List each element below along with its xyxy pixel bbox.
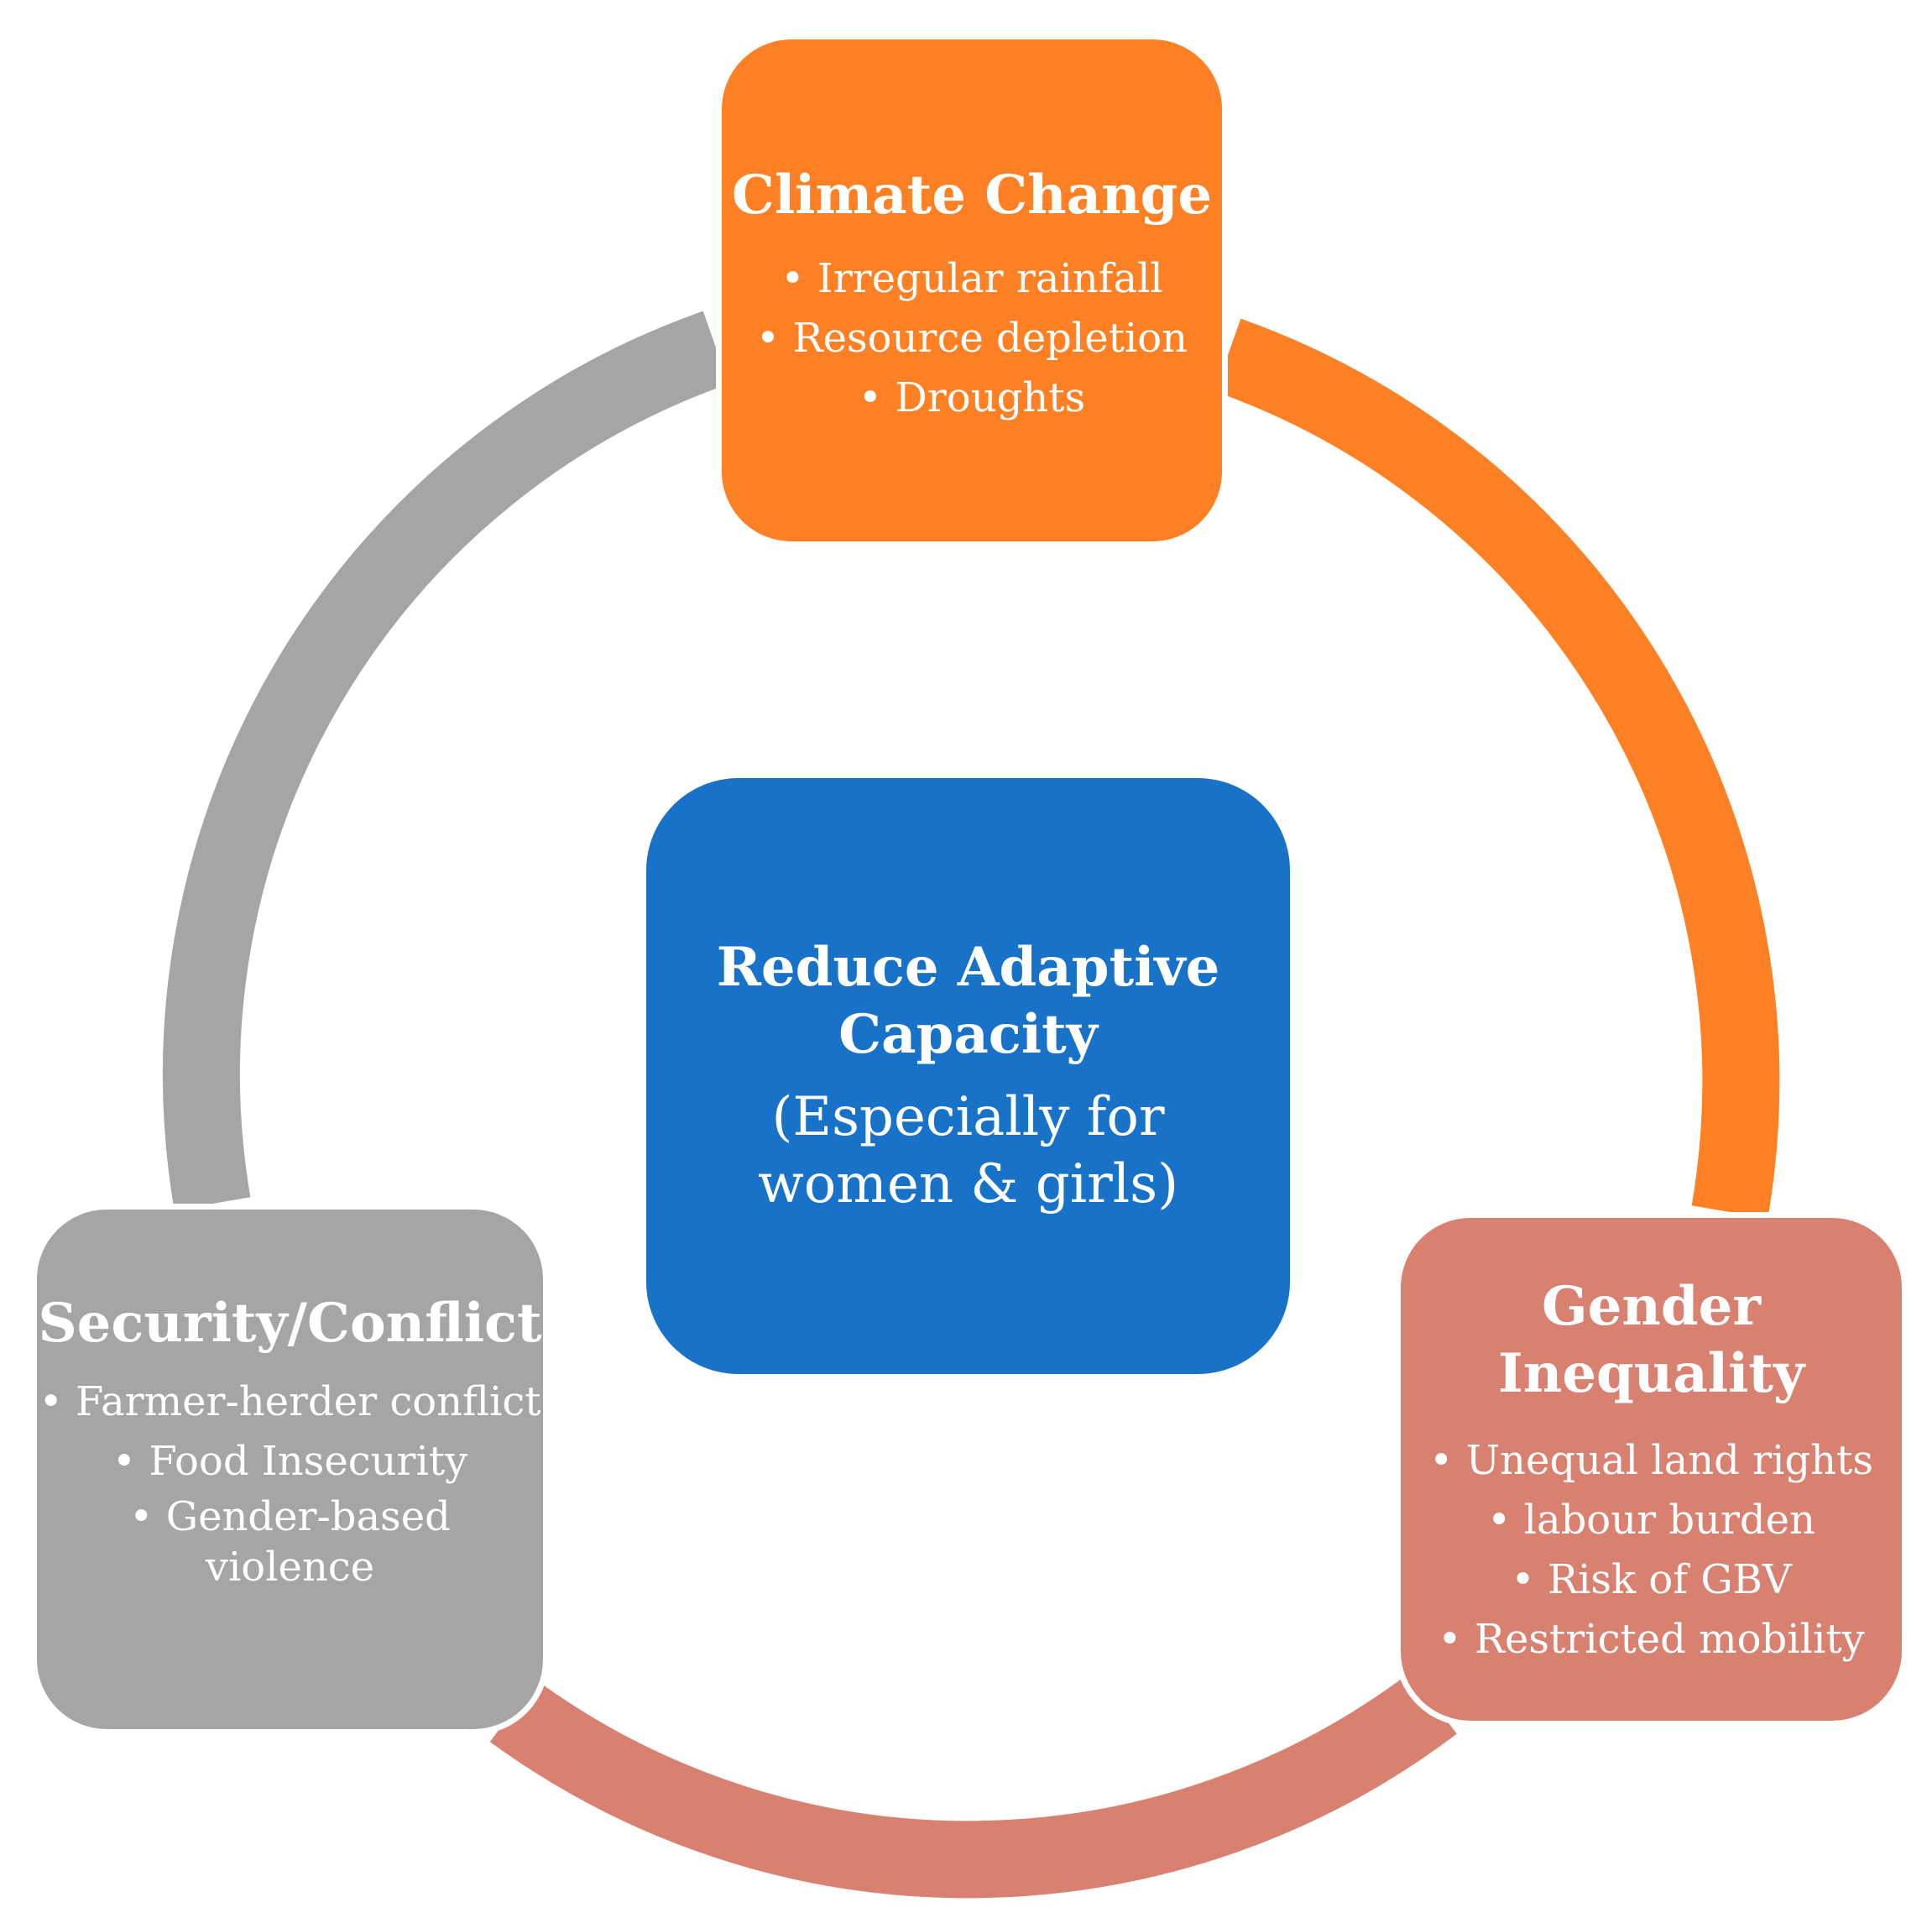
security-conflict-box: Security/Conflict Farmer-herder conflict… xyxy=(31,1204,549,1735)
security-item: Farmer-herder conflict xyxy=(37,1372,543,1432)
climate-item: Resource depletion xyxy=(756,309,1188,368)
climate-change-title: Climate Change xyxy=(731,164,1213,227)
gender-inequality-list: Unequal land rights labour burden Risk o… xyxy=(1429,1431,1873,1670)
climate-item: Irregular rainfall xyxy=(756,249,1188,309)
center-box: Reduce Adaptive Capacity (Especially for… xyxy=(646,778,1290,1374)
security-conflict-list: Farmer-herder conflict Food Insecurity G… xyxy=(37,1372,543,1592)
climate-change-box: Climate Change Irregular rainfall Resour… xyxy=(716,34,1228,547)
gender-inequality-box: Gender Inequality Unequal land rights la… xyxy=(1395,1212,1908,1727)
arc-security-to-climate xyxy=(162,311,729,1210)
security-item: Gender-based violence xyxy=(37,1492,543,1592)
climate-change-list: Irregular rainfall Resource depletion Dr… xyxy=(756,249,1188,428)
climate-item: Droughts xyxy=(756,368,1188,428)
gender-inequality-title: Gender Inequality xyxy=(1497,1275,1805,1405)
center-subtitle: (Especially for women & girls) xyxy=(757,1086,1179,1215)
arc-climate-to-gender xyxy=(1214,318,1780,1219)
security-item: Food Insecurity xyxy=(37,1432,543,1492)
arc-gender-to-security xyxy=(489,1672,1457,1899)
gender-item: Risk of GBV xyxy=(1429,1550,1873,1610)
gender-item: labour burden xyxy=(1429,1491,1873,1550)
gender-item: Unequal land rights xyxy=(1429,1431,1873,1491)
gender-item: Restricted mobility xyxy=(1429,1610,1873,1670)
center-title: Reduce Adaptive Capacity xyxy=(716,936,1220,1066)
security-conflict-title: Security/Conflict xyxy=(38,1292,542,1355)
